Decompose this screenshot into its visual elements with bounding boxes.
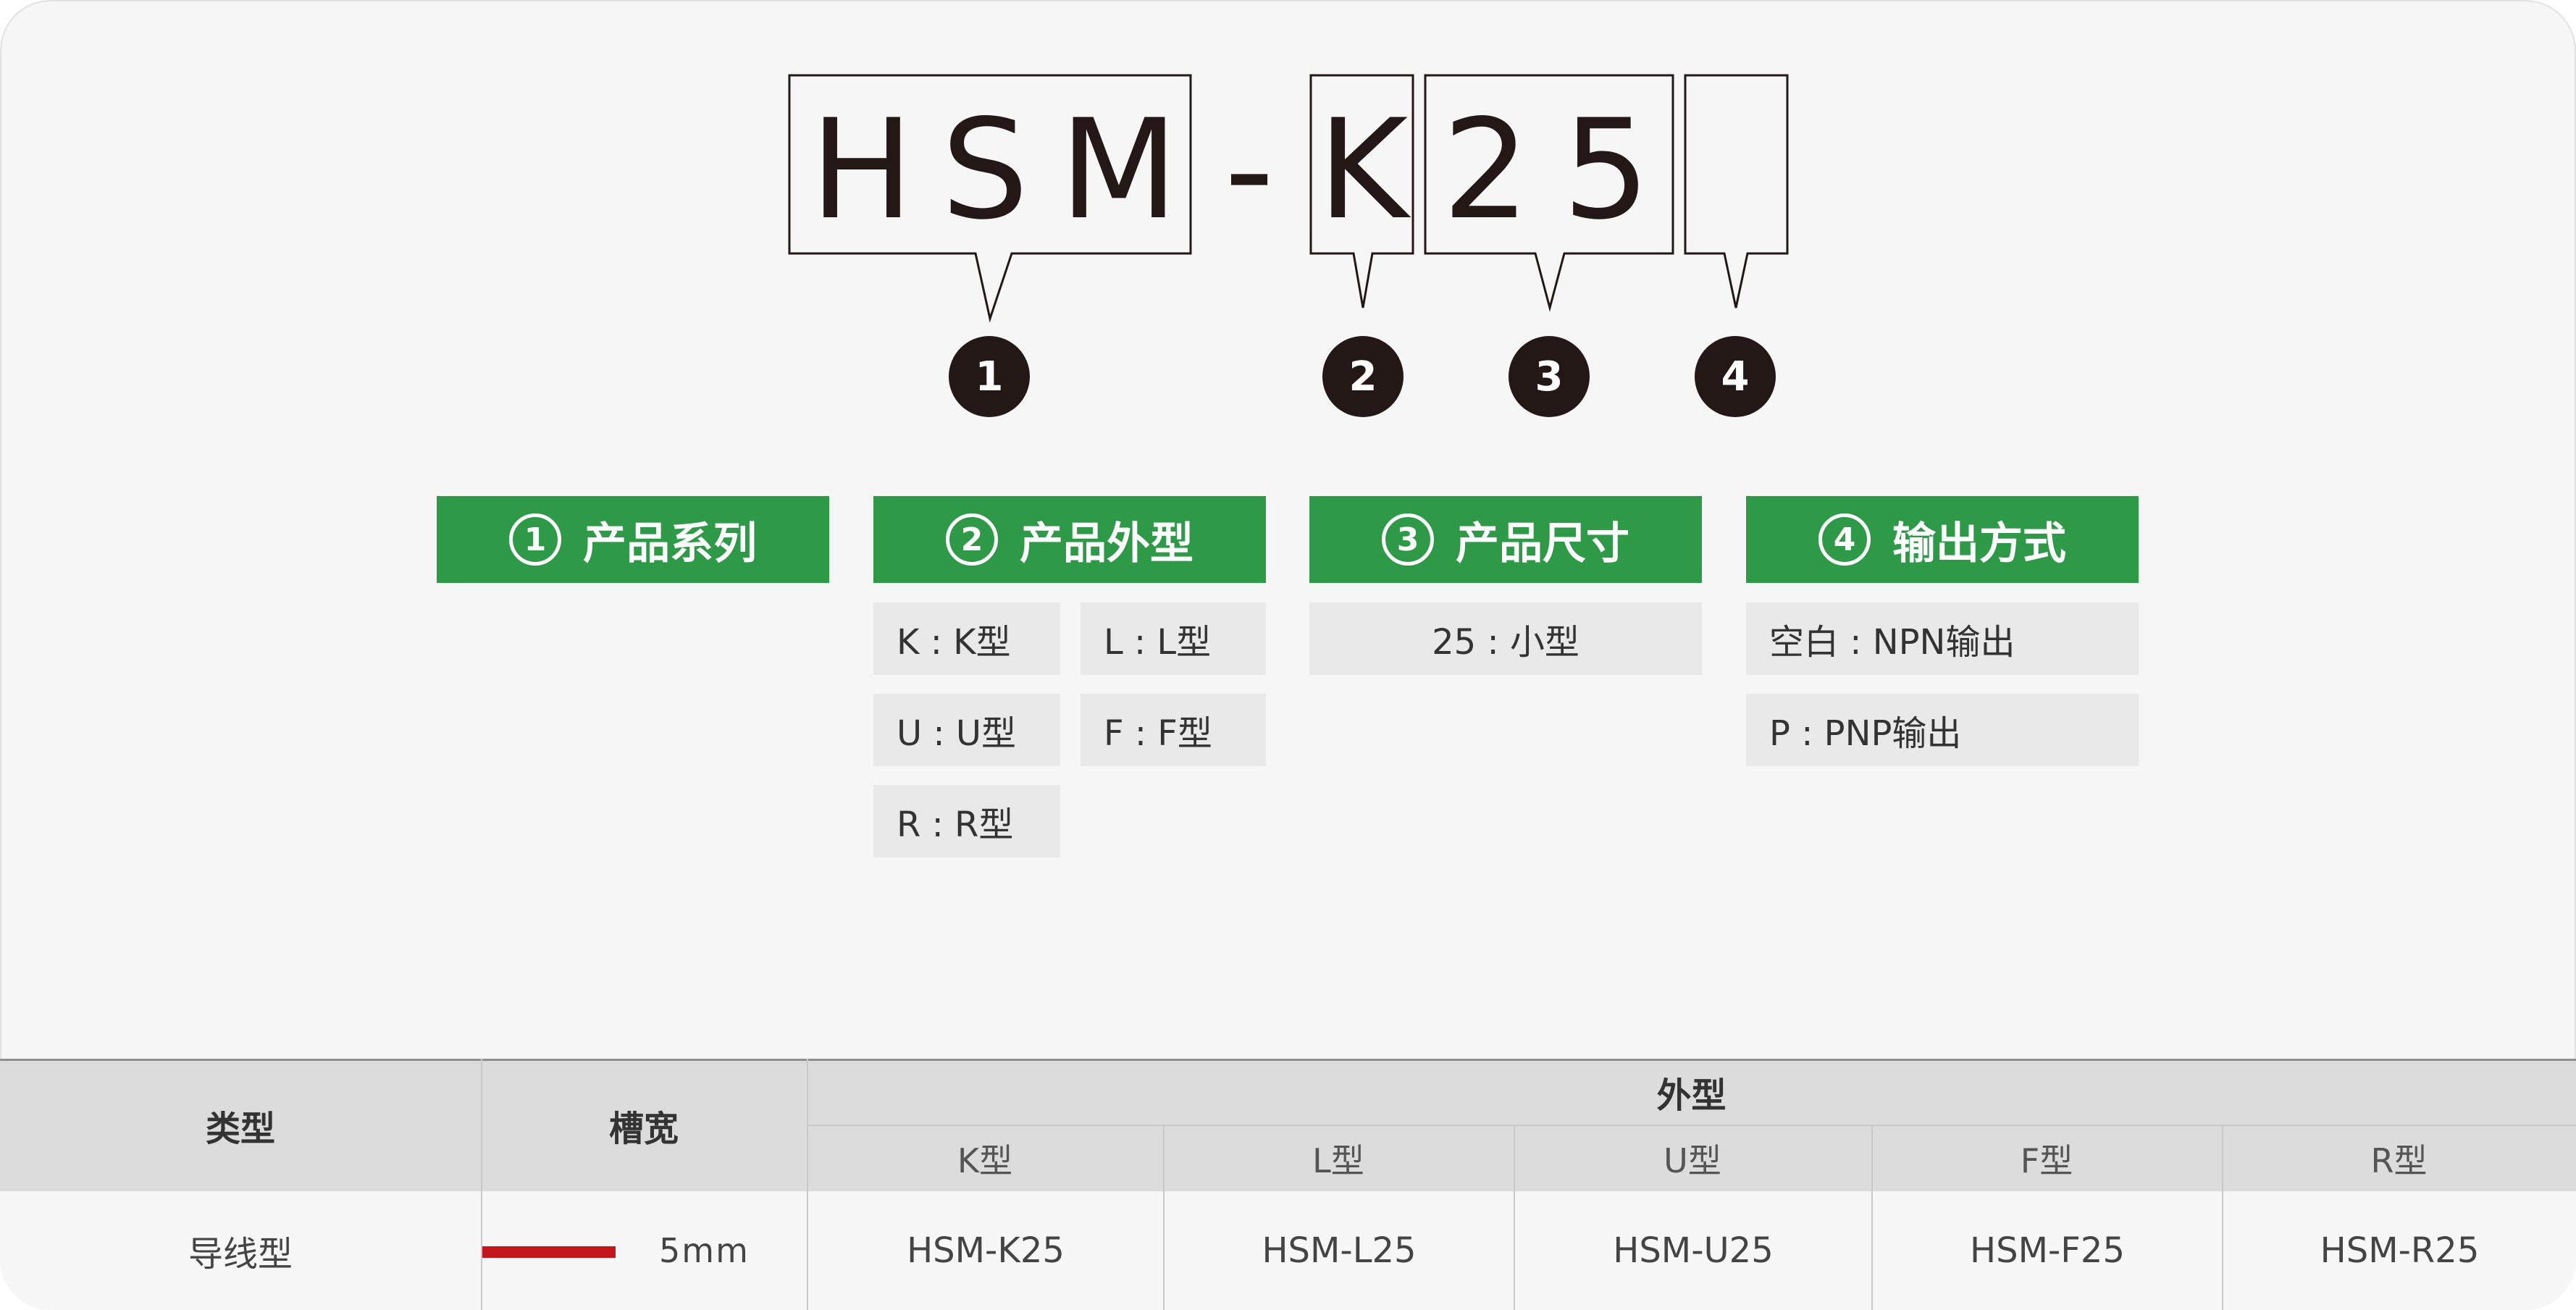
header-shape-l: L型: [1312, 1141, 1364, 1180]
table-divider: [481, 1059, 482, 1310]
group-title: 输出方式: [1892, 518, 2066, 569]
header-slot-width: 槽宽: [608, 1108, 679, 1149]
row-model-r: HSM-R25: [2223, 1191, 2576, 1310]
group-title: 产品尺寸: [1456, 518, 1629, 569]
code-char-2: 2: [1443, 90, 1530, 250]
table-divider: [1514, 1191, 1515, 1310]
header-shape: 外型: [1656, 1075, 1727, 1116]
marker-3: 3: [1509, 336, 1590, 417]
group-number: 2: [946, 513, 998, 566]
group-header-series: 1 产品系列: [437, 496, 829, 583]
row-slot-width-cell: 5mm: [482, 1191, 807, 1310]
option-shape-u: U : U型: [873, 694, 1060, 766]
callout-box-2: [1309, 74, 1414, 308]
code-char-s: S: [941, 90, 1029, 250]
group-title: 产品系列: [583, 518, 757, 569]
code-char-5: 5: [1563, 90, 1650, 250]
header-shape-r: R型: [2370, 1141, 2428, 1180]
marker-2: 2: [1322, 336, 1404, 417]
marker-1: 1: [949, 336, 1030, 417]
row-model-f: HSM-F25: [1873, 1191, 2222, 1310]
header-shape-k: K型: [957, 1141, 1013, 1180]
header-shape-f: F型: [2020, 1141, 2073, 1180]
spec-table: 类型 槽宽 外型 K型 L型 U型 F型 R型 导线型 5mm HSM-K25 …: [0, 1059, 2576, 1310]
code-char-h: H: [810, 90, 914, 250]
row-type: 导线型: [0, 1191, 481, 1310]
table-divider: [481, 1191, 482, 1310]
row-model-l: HSM-L25: [1165, 1191, 1514, 1310]
callout-box-1: [788, 74, 1192, 323]
code-char-k: K: [1318, 90, 1411, 250]
callout-box-3: [1424, 74, 1674, 312]
group-number: 4: [1818, 513, 1871, 566]
table-divider: [807, 1125, 2576, 1126]
table-divider: [1163, 1191, 1165, 1310]
table-divider: [807, 1191, 808, 1310]
table-divider: [807, 1059, 808, 1310]
option-shape-r: R : R型: [873, 785, 1060, 857]
group-header-output: 4 输出方式: [1746, 496, 2139, 583]
option-shape-l: L : L型: [1081, 602, 1266, 675]
option-size-25: 25 : 小型: [1309, 602, 1702, 675]
row-slot-width: 5mm: [659, 1231, 750, 1270]
table-divider: [2222, 1191, 2223, 1310]
model-code-diagram: H S M - K 2 5: [788, 74, 1789, 323]
header-type: 类型: [205, 1108, 275, 1149]
group-title: 产品外型: [1020, 518, 1193, 569]
option-output-npn: 空白 : NPN输出: [1746, 602, 2139, 675]
marker-4: 4: [1695, 336, 1776, 417]
table-top-border: [0, 1059, 2576, 1061]
code-dash: -: [1225, 90, 1275, 250]
option-shape-f: F : F型: [1081, 694, 1266, 766]
group-number: 3: [1382, 513, 1434, 566]
group-header-shape: 2 产品外型: [873, 496, 1266, 583]
option-shape-k: K : K型: [873, 602, 1060, 675]
group-number: 1: [509, 513, 561, 566]
option-output-pnp: P : PNP输出: [1746, 694, 2139, 766]
table-divider: [1871, 1191, 1873, 1310]
group-header-size: 3 产品尺寸: [1309, 496, 1702, 583]
row-model-u: HSM-U25: [1515, 1191, 1871, 1310]
header-shape-u: U型: [1664, 1141, 1721, 1180]
callout-box-4: [1684, 74, 1789, 308]
row-model-k: HSM-K25: [808, 1191, 1163, 1310]
slot-width-bar: [482, 1246, 616, 1258]
code-char-m: M: [1060, 90, 1178, 250]
